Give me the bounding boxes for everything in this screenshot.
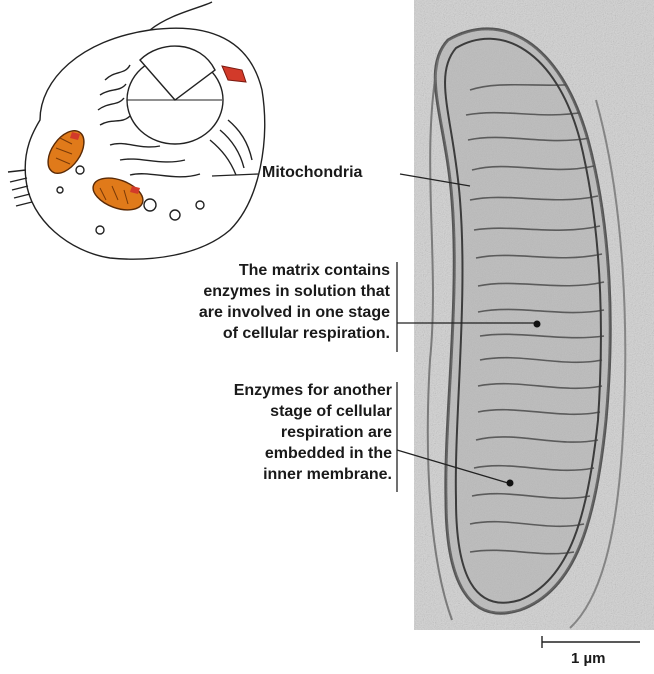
cell-illustration xyxy=(8,2,265,259)
scale-bar-label: 1 µm xyxy=(571,650,606,667)
label-mitochondria: Mitochondria xyxy=(262,164,362,182)
membrane-pointer-dot xyxy=(507,480,514,487)
scale-bar xyxy=(542,636,640,648)
label-matrix: The matrix contains enzymes in solution … xyxy=(130,260,390,344)
micrograph xyxy=(414,0,654,630)
label-inner-membrane-enzymes: Enzymes for another stage of cellular re… xyxy=(132,380,392,485)
matrix-pointer-dot xyxy=(534,321,541,328)
